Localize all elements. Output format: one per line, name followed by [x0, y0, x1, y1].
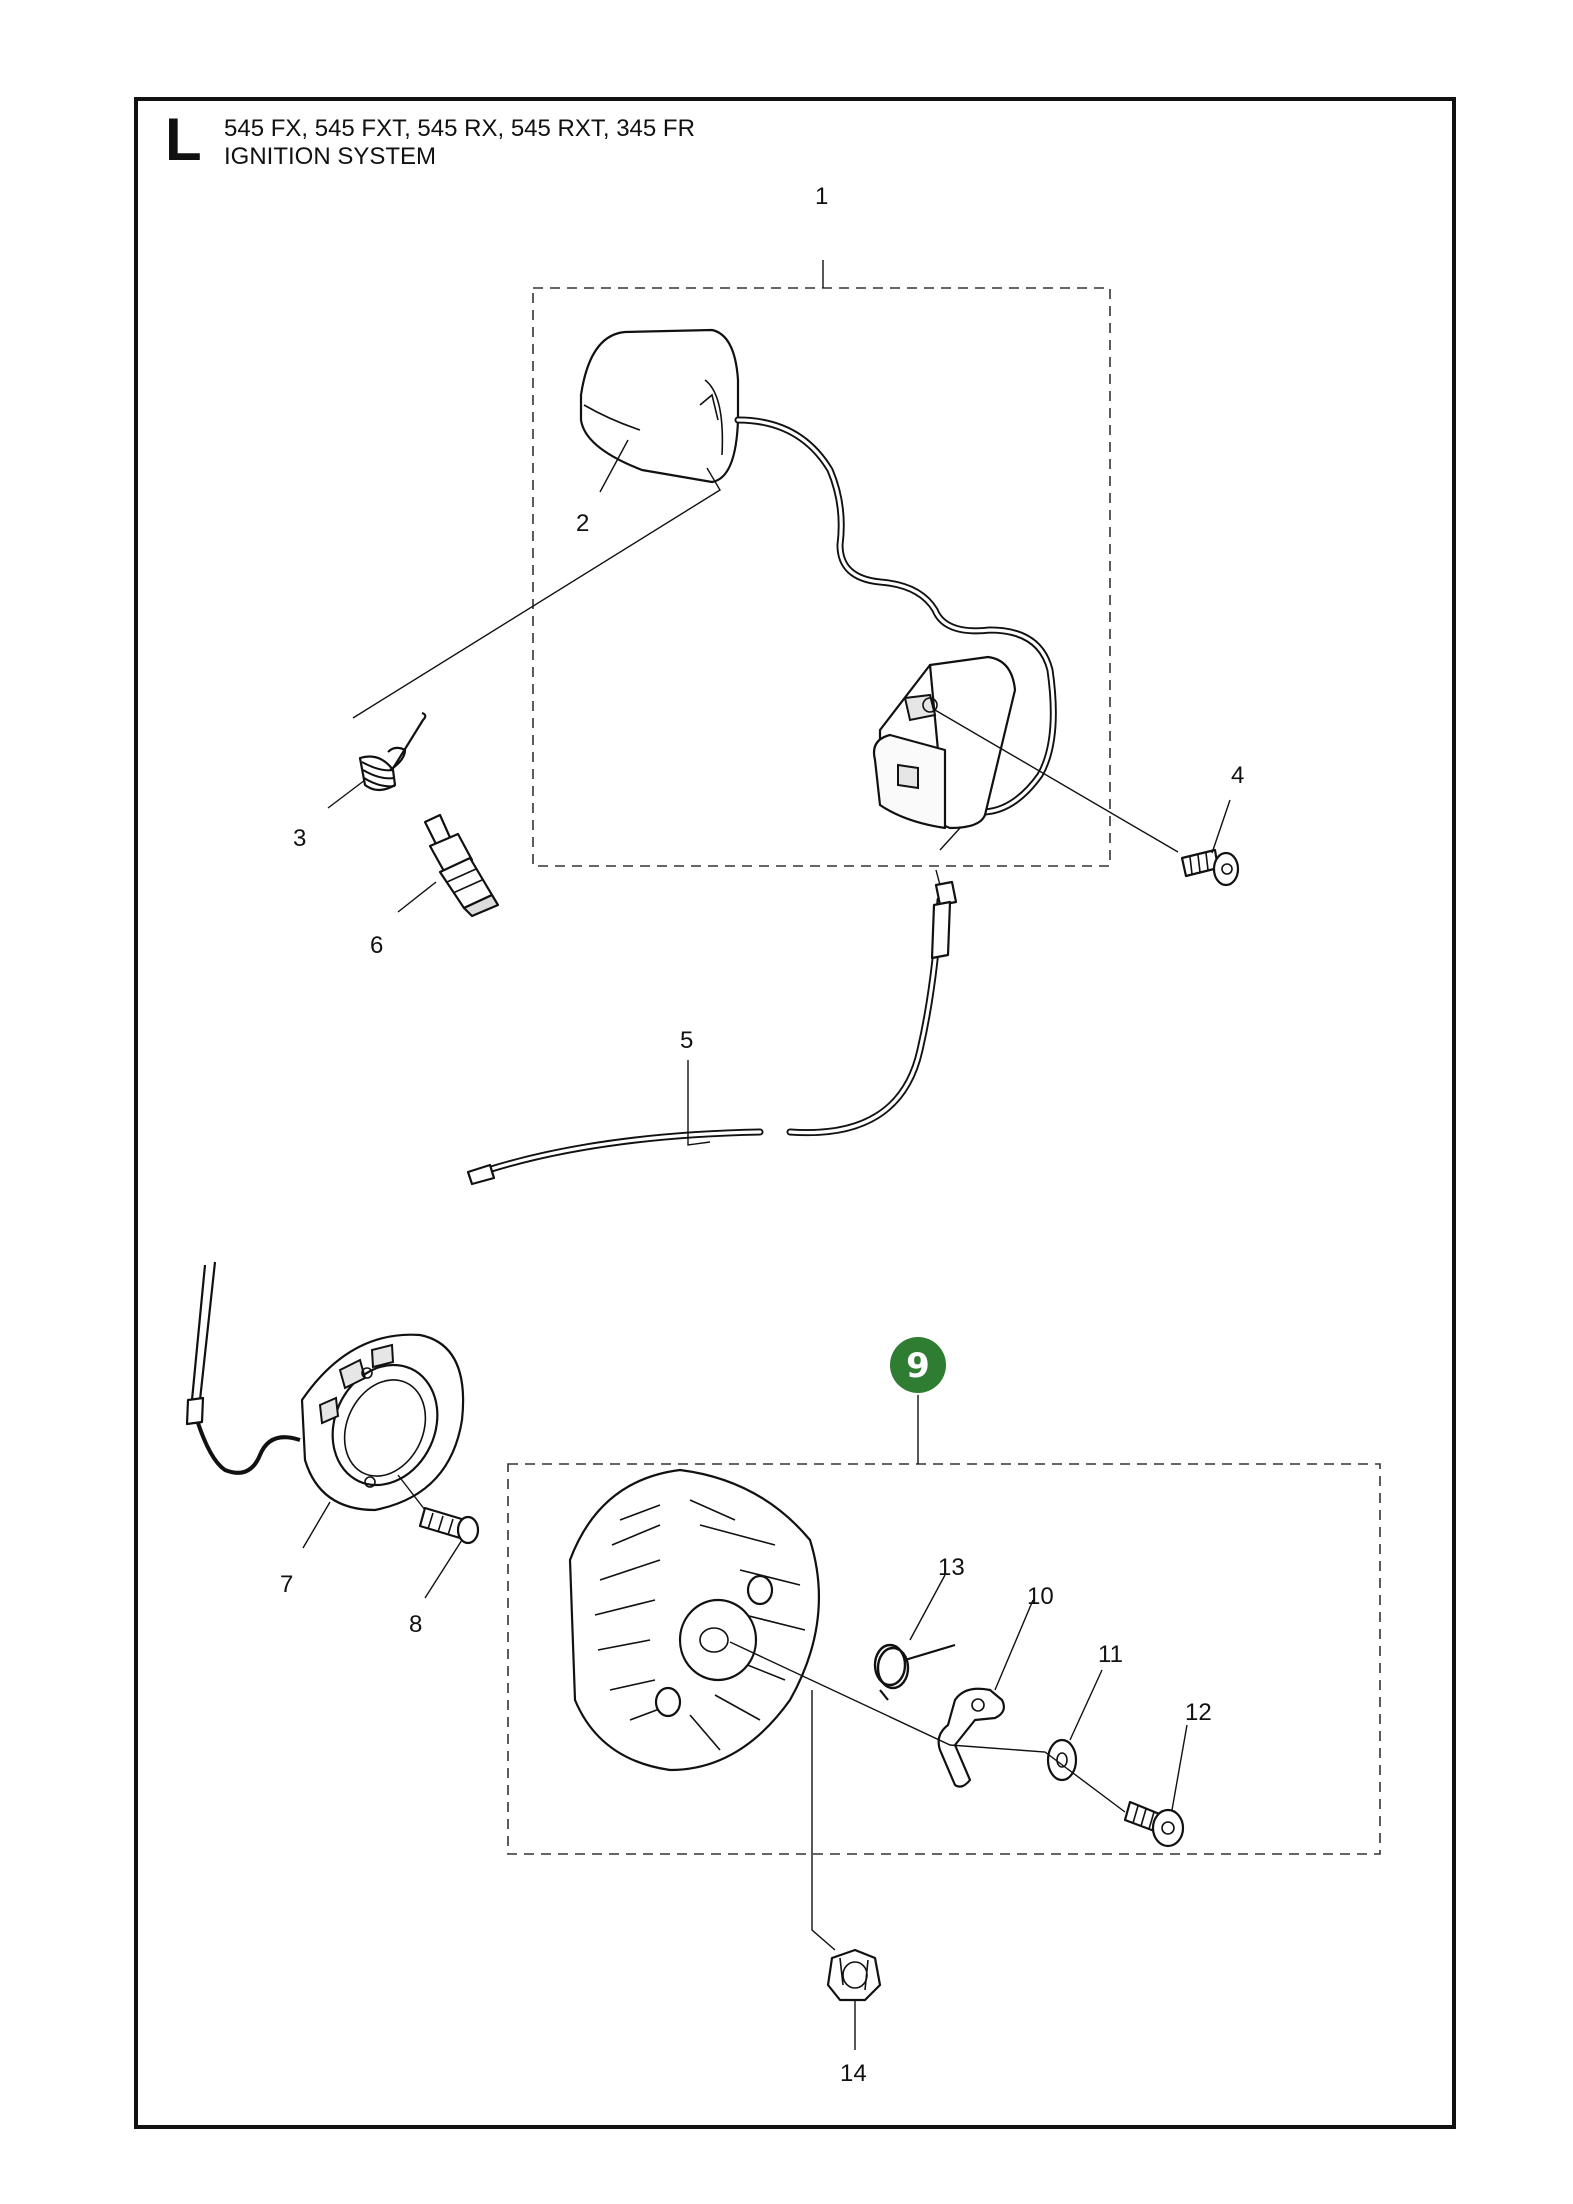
- module-screw[interactable]: [1180, 848, 1240, 887]
- spark-plug-boot[interactable]: [579, 328, 740, 484]
- callout-3: 3: [293, 825, 306, 852]
- kit-box-flywheel: [507, 1463, 1381, 1855]
- kit-badge-label: 9: [906, 1346, 930, 1386]
- callout-10: 10: [1027, 1583, 1054, 1610]
- flywheel-nut[interactable]: [826, 1948, 882, 2002]
- callout-6: 6: [370, 932, 383, 959]
- model-list: 545 FX, 545 FXT, 545 RX, 545 RXT, 345 FR: [224, 115, 695, 142]
- callout-4: 4: [1231, 762, 1244, 789]
- callout-14: 14: [840, 2060, 867, 2087]
- callout-7: 7: [280, 1571, 293, 1598]
- spark-plug[interactable]: [423, 813, 500, 918]
- section-title: IGNITION SYSTEM: [224, 143, 437, 170]
- callout-8: 8: [409, 1611, 422, 1638]
- starter-pawl[interactable]: [937, 1687, 1005, 1788]
- callout-1: 1: [815, 183, 828, 210]
- generator[interactable]: [185, 1261, 465, 1512]
- generator-screw[interactable]: [418, 1506, 480, 1545]
- stop-cable[interactable]: [466, 880, 958, 1186]
- section-letter: L: [165, 106, 202, 173]
- flywheel[interactable]: [568, 1468, 821, 1772]
- callout-13: 13: [938, 1554, 965, 1581]
- kit-badge: 9: [890, 1337, 946, 1393]
- spring-clip[interactable]: [358, 711, 427, 792]
- callout-11: 11: [1098, 1641, 1123, 1668]
- ignition-lead: [734, 416, 1057, 816]
- leader-lines: [302, 260, 1231, 2050]
- page-frame: [134, 97, 1456, 2129]
- washer[interactable]: [1046, 1738, 1078, 1782]
- pawl-screw[interactable]: [1123, 1800, 1185, 1848]
- callout-2: 2: [576, 510, 589, 537]
- callout-5: 5: [680, 1027, 693, 1054]
- starter-spring[interactable]: [873, 1643, 956, 1701]
- ignition-module[interactable]: [872, 655, 1017, 830]
- callout-12: 12: [1185, 1699, 1212, 1726]
